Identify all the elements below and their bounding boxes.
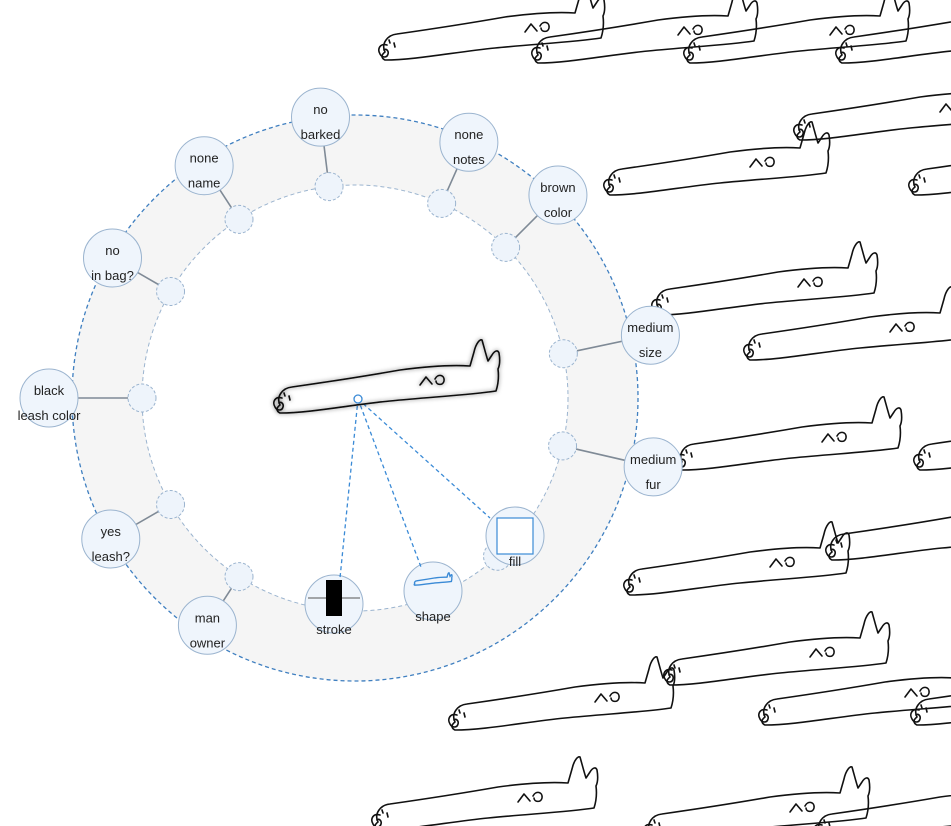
attribute-slot[interactable]: [156, 277, 186, 306]
attribute-circle[interactable]: [19, 368, 79, 428]
attribute-node-size[interactable]: medium size: [548, 305, 680, 369]
encoding-node-shape[interactable]: shape: [403, 561, 463, 624]
attribute-label: barked: [301, 127, 341, 142]
attribute-node-leash-color[interactable]: black leash color: [18, 368, 157, 428]
encoding-label: shape: [415, 609, 450, 624]
attribute-value: none: [190, 151, 219, 166]
attribute-node-fur[interactable]: medium fur: [548, 431, 683, 497]
attribute-value: man: [195, 610, 220, 625]
attribute-circle[interactable]: [528, 165, 588, 225]
attribute-value: none: [454, 127, 483, 142]
encoding-label: stroke: [316, 622, 351, 637]
selected-dog-glyph[interactable]: [273, 339, 501, 414]
attribute-label: notes: [453, 152, 485, 167]
attribute-circle[interactable]: [83, 228, 143, 288]
attribute-circle[interactable]: [291, 87, 351, 147]
encoding-node-fill[interactable]: fill: [485, 506, 545, 569]
attribute-circle[interactable]: [177, 595, 237, 655]
attribute-label: in bag?: [91, 268, 134, 283]
empty-square-icon: [496, 517, 534, 555]
attribute-circle[interactable]: [439, 112, 499, 172]
attribute-circle[interactable]: [174, 136, 234, 196]
attribute-slot[interactable]: [314, 172, 344, 202]
attribute-value: yes: [101, 524, 122, 539]
attribute-value: no: [105, 243, 119, 258]
attribute-node-notes[interactable]: none notes: [427, 112, 499, 218]
attribute-slot[interactable]: [548, 431, 578, 461]
dog-shape-icon: [413, 572, 453, 586]
attribute-node-in-bag[interactable]: no in bag?: [83, 228, 186, 306]
attribute-label: name: [188, 176, 221, 191]
attribute-circle[interactable]: [623, 437, 683, 497]
encoding-links: [339, 398, 491, 579]
attribute-slot[interactable]: [224, 204, 254, 234]
attribute-node-name[interactable]: none name: [174, 136, 254, 234]
attribute-node-owner[interactable]: man owner: [177, 562, 254, 655]
attribute-slot[interactable]: [127, 383, 157, 413]
attribute-node-leash[interactable]: yes leash?: [81, 490, 186, 569]
attribute-slot[interactable]: [224, 562, 254, 592]
attribute-label: owner: [190, 635, 226, 650]
attribute-circle[interactable]: [81, 509, 141, 569]
attribute-label: color: [544, 205, 573, 220]
attribute-label: size: [639, 345, 662, 360]
attribute-value: black: [34, 383, 65, 398]
encoding-node-stroke[interactable]: stroke: [304, 574, 364, 637]
attribute-slot[interactable]: [548, 339, 578, 369]
dog-anchor-point[interactable]: [353, 394, 363, 404]
attribute-node-color[interactable]: brown color: [491, 165, 588, 262]
attribute-slot[interactable]: [156, 490, 186, 519]
attribute-node-barked[interactable]: no barked: [291, 87, 351, 202]
attribute-slot[interactable]: [427, 188, 457, 218]
attribute-label: fur: [646, 477, 662, 492]
attribute-label: leash color: [18, 408, 82, 423]
encoding-label: fill: [509, 554, 521, 569]
attribute-circle[interactable]: [620, 305, 680, 365]
attribute-value: medium: [627, 320, 673, 335]
attribute-value: no: [313, 102, 327, 117]
attribute-slot[interactable]: [491, 232, 521, 262]
attribute-label: leash?: [92, 549, 130, 564]
attribute-value: brown: [540, 180, 575, 195]
black-bar-icon: [326, 580, 342, 616]
attribute-value: medium: [630, 452, 676, 467]
